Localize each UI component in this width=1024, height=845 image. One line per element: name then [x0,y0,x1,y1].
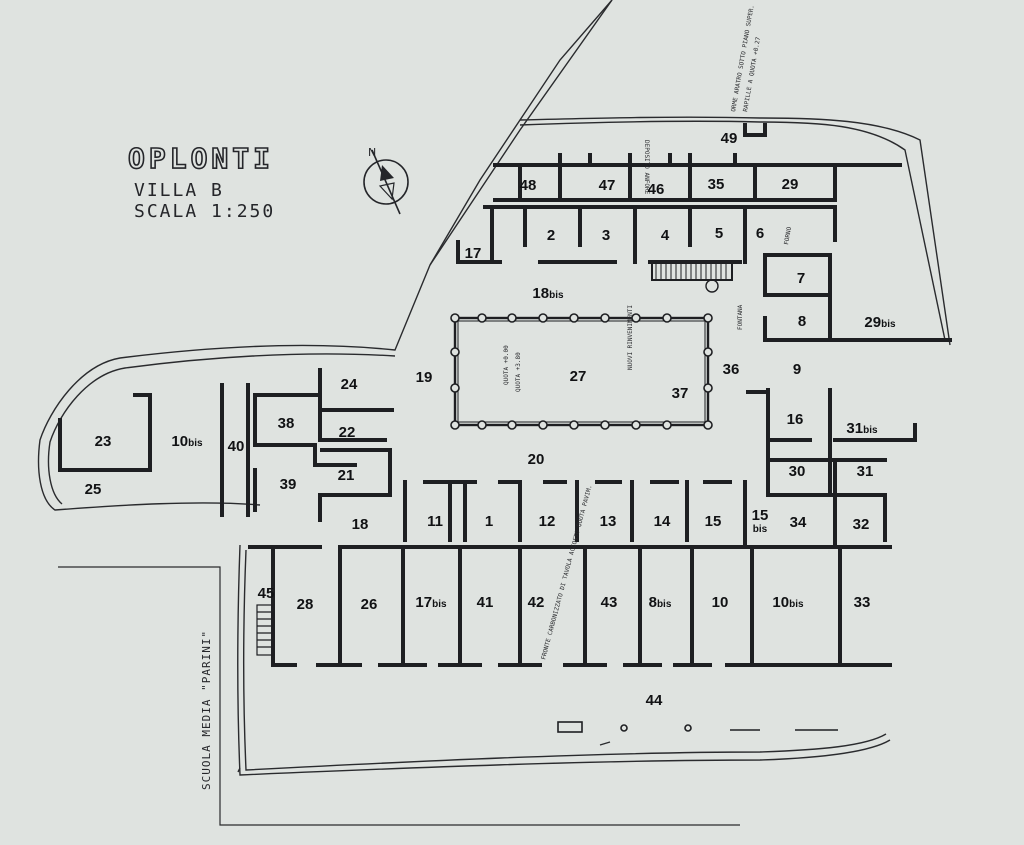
room-38-label: 38 [278,415,295,432]
room-26-label: 26 [361,596,378,613]
room-39-label: 39 [280,476,297,493]
room-35-label: 35 [708,176,725,193]
room-17bis-label: 17bis [415,594,447,611]
room-4-label: 4 [661,227,670,244]
room-10-label: 10 [712,594,729,611]
walls-west-wing [58,368,394,522]
street-label: SCUOLA MEDIA "PARINI" [200,630,213,790]
room-20-label: 20 [528,451,545,468]
north-label: N [368,146,376,159]
room-10bis-west-label: 10bis [171,433,203,450]
room-8-label: 8 [798,313,806,330]
room-37-label: 37 [672,385,689,402]
room-32-label: 32 [853,516,870,533]
room-5-label: 5 [715,225,723,242]
note-rinvenimenti: NUOVI RINVENIMENTI [627,305,634,370]
room-30-label: 30 [789,463,806,480]
staircase [651,261,733,293]
room-9-label: 9 [793,361,801,378]
room-18-label: 18 [352,516,369,533]
room-34-label: 34 [790,514,807,531]
room-45-label: 45 [258,585,275,602]
room-19-label: 19 [416,369,433,386]
room-21-label: 21 [338,467,355,484]
note-quota-3: QUOTA +3.80 [515,352,522,392]
room-28-label: 28 [297,596,314,613]
plan-title: OPLONTI [128,142,274,175]
room-40-label: 40 [228,438,245,455]
room-27-label: 27 [570,368,587,385]
walls-south-rooms [248,545,892,667]
room-7-label: 7 [797,270,805,287]
room-43-label: 43 [601,594,618,611]
walls-central-row [403,388,917,547]
room-41-label: 41 [477,594,494,611]
room-11-label: 11 [427,513,443,530]
room-29bis-label: 29bis [864,314,896,331]
stairs-45 [256,604,274,656]
excavation-edges [37,0,951,776]
room-48-label: 48 [520,177,537,194]
peristyle [450,313,713,430]
room-2-label: 2 [547,227,555,244]
room-13-label: 13 [600,513,617,530]
note-forno: FORNO [783,226,793,245]
room-47-label: 47 [599,177,616,194]
room-29-label: 29 [782,176,799,193]
room-15-label: 15 [705,513,722,530]
note-fontana: FONTANA [737,304,744,330]
southern-finds [557,721,838,733]
room-49-label: 49 [721,130,738,147]
room-25-label: 25 [85,481,102,498]
room-46-label: 46 [648,181,665,198]
room-1-label: 1 [485,513,493,530]
room-36-label: 36 [723,361,740,378]
room-23-label: 23 [95,433,112,450]
room-10bis-east-label: 10bis [772,594,804,611]
room-31bis-label: 31bis [846,420,878,437]
room-14-label: 14 [654,513,671,530]
room-12-label: 12 [539,513,556,530]
room-42-label: 42 [528,594,545,611]
room-3-label: 3 [602,227,610,244]
room-6-label: 6 [756,225,764,242]
room-labels: 1 2 3 4 5 6 7 8 8bis 9 10 10bis 10bis 11… [85,130,896,709]
street-boundary: SCUOLA MEDIA "PARINI" [58,566,740,826]
room-44-label: 44 [646,692,663,709]
scale-label: SCALA 1:250 [134,201,275,222]
north-arrow-icon: N [363,146,409,215]
room-31-label: 31 [857,463,874,480]
room-17-label: 17 [465,245,482,262]
villa-label: VILLA B [134,180,224,201]
note-quota-0: QUOTA +0.00 [503,345,510,385]
room-16-label: 16 [787,411,804,428]
room-24-label: 24 [341,376,358,393]
room-8bis-label: 8bis [649,594,672,611]
room-18bis-label: 18bis [532,285,564,302]
note-deposito: DEPOSITO ANFORE [643,140,650,195]
walls-north-block [456,123,952,342]
room-33-label: 33 [854,594,871,611]
room-22-label: 22 [339,424,356,441]
